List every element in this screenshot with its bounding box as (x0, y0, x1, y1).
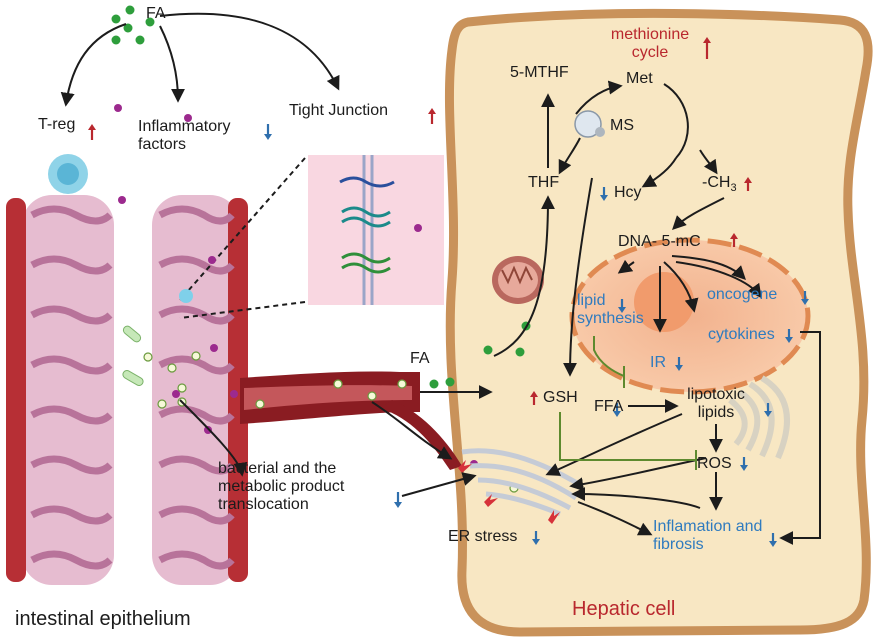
er-stress-bolts (458, 460, 560, 524)
ch3-text: -CH (702, 174, 731, 191)
ms-enzyme (574, 110, 602, 138)
mthf-label: 5-MTHF (510, 64, 569, 81)
cytokines-label: cytokines (708, 326, 775, 343)
intestinal-epithelium-label: intestinal epithelium (15, 608, 191, 630)
golgi-apparatus (728, 375, 790, 460)
fa-dots (111, 5, 531, 389)
dna-5mc-label: DNA- 5-mC (618, 233, 701, 250)
ir-down-arrow (675, 357, 683, 371)
lipotoxic-down-arrow (764, 403, 772, 417)
er-stress-down-arrow (532, 531, 540, 545)
bacteria (122, 325, 144, 386)
translocation-down-arrow (394, 492, 402, 508)
ch3-label: -CH3 (702, 174, 737, 197)
ch3-up-arrow (744, 177, 752, 191)
inflammatory-factors-label: Inflammatory factors (138, 118, 231, 153)
nucleus (569, 237, 811, 395)
hcy-label: Hcy (614, 184, 642, 201)
ir-label: IR (650, 354, 666, 371)
lipid-synthesis-label: lipid synthesis (577, 292, 644, 327)
methionine-cycle-label: methionine cycle (610, 26, 690, 61)
met-label: Met (626, 70, 653, 87)
fa-top-label: FA (146, 5, 166, 22)
inflammation-down-arrow (769, 533, 777, 547)
indicator-arrows (88, 37, 809, 547)
fa-vessel-label: FA (410, 350, 430, 367)
methionine-up-arrow (703, 37, 711, 59)
bacterial-translocation-label: bacterial and the metabolic product tran… (218, 460, 345, 513)
lipid-synthesis-down-arrow (618, 299, 626, 313)
tight-junction-up-arrow (428, 108, 436, 124)
ffa-down-arrow (613, 403, 621, 417)
oncogene-down-arrow (801, 291, 809, 305)
mitochondrion (492, 256, 544, 304)
ms-label: MS (610, 117, 634, 134)
intestine-left (6, 195, 114, 585)
gsh-up-arrow (530, 391, 538, 405)
inflammation-fibrosis-label: Inflamation and fibrosis (653, 518, 763, 553)
tight-junction-strands (339, 155, 395, 305)
ffa-label: FFA (594, 398, 624, 415)
cytokines-down-arrow (785, 329, 793, 343)
hepatic-cell-label: Hepatic cell (572, 598, 676, 620)
endoplasmic-reticulum (461, 448, 584, 517)
dna-up-arrow (730, 233, 738, 247)
gsh-label: GSH (543, 389, 578, 406)
er-stress-label: ER stress (448, 528, 518, 545)
lipotoxic-lipids-label: lipotoxic lipids (687, 386, 745, 421)
tight-junction-label: Tight Junction (289, 102, 389, 119)
hcy-down-arrow (600, 187, 608, 201)
inflammatory-down-arrow (264, 124, 272, 140)
intestine-right (152, 195, 248, 585)
inhibition-lines (559, 336, 697, 470)
tight-junction-inset (308, 155, 444, 305)
treg-up-arrow (88, 124, 96, 140)
ch3-subscript: 3 (730, 182, 737, 195)
connector-arrows (60, 12, 821, 545)
ros-down-arrow (740, 457, 748, 471)
thf-label: THF (528, 174, 560, 191)
treg-label: T-reg (38, 116, 76, 133)
ros-label: ROS (697, 455, 732, 472)
oncogene-label: oncogene (707, 286, 778, 303)
